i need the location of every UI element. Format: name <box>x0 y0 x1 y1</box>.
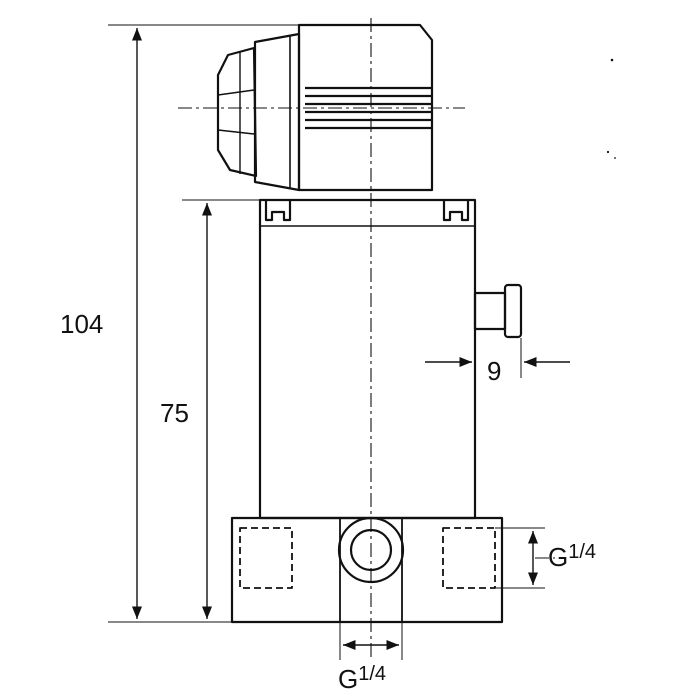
label-port-side-letter: G <box>548 542 568 572</box>
label-9: 9 <box>487 356 501 386</box>
label-port-bottom: G1/4 <box>338 663 386 694</box>
label-104: 104 <box>60 309 103 339</box>
label-port-bottom-letter: G <box>338 664 358 694</box>
dimension-port-bottom <box>339 622 403 660</box>
center-lines <box>178 18 555 660</box>
dimension-75 <box>182 199 260 619</box>
label-port-side-fraction: 1/4 <box>568 541 596 563</box>
port-block <box>230 516 504 624</box>
scan-specks <box>606 58 616 159</box>
dimension-port-side <box>495 527 545 589</box>
connector-housing <box>253 23 434 192</box>
side-button <box>473 283 523 339</box>
dimension-104 <box>108 24 300 623</box>
main-body <box>258 198 477 520</box>
dimension-9 <box>425 330 570 378</box>
label-port-side: G1/4 <box>548 541 596 572</box>
label-75: 75 <box>160 398 189 428</box>
cable-gland-nut <box>216 46 258 178</box>
label-port-bottom-fraction: 1/4 <box>358 663 386 685</box>
